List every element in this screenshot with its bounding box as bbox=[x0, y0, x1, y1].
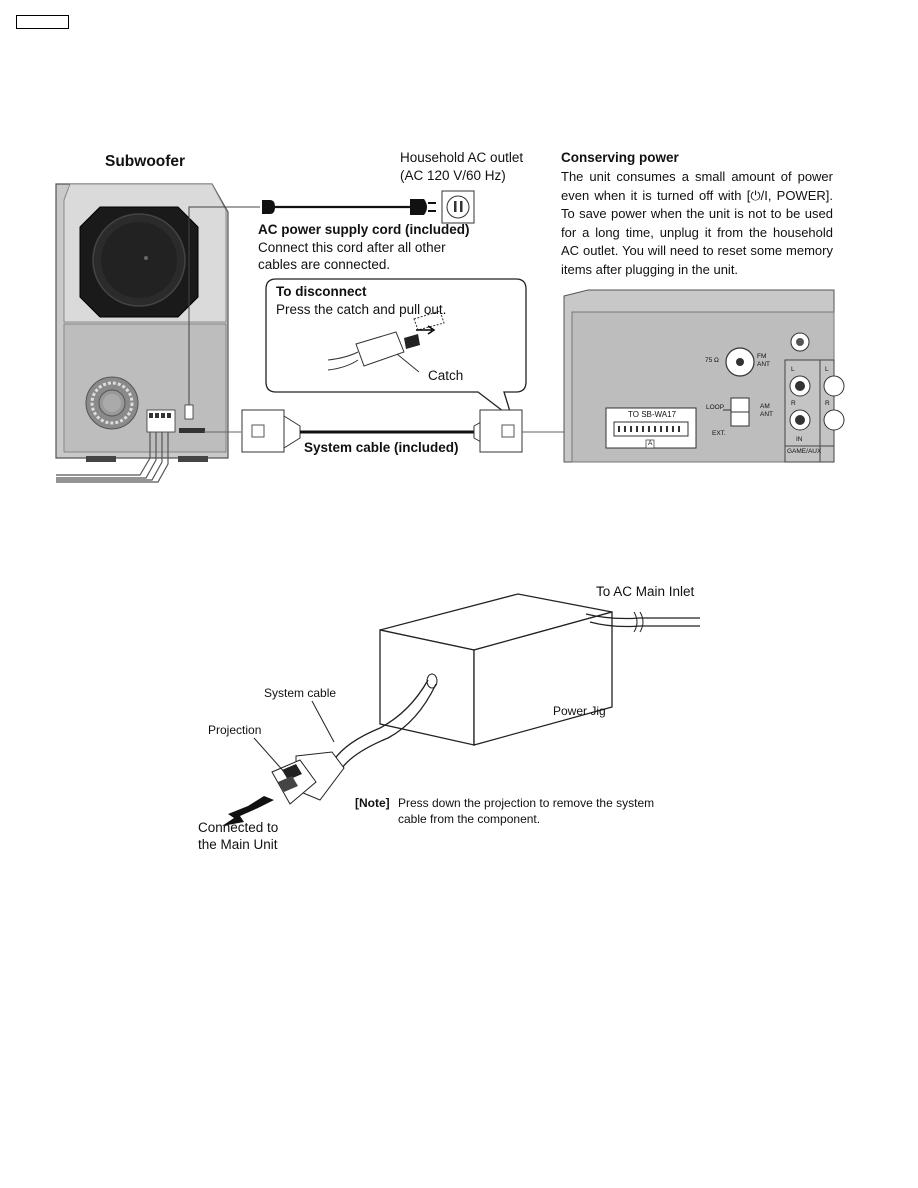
l-label-2: L bbox=[825, 366, 829, 373]
ext-label: EXT. bbox=[712, 430, 726, 437]
cord-note-line1: Connect this cord after all other bbox=[258, 240, 446, 255]
outlet-label: Household AC outlet bbox=[400, 150, 524, 165]
a-mark: A bbox=[648, 440, 653, 447]
cord-title: AC power supply cord (included) bbox=[258, 222, 470, 237]
power-jig-label: Power Jig bbox=[553, 704, 606, 718]
page-tag-box bbox=[16, 15, 69, 29]
projection-label: Projection bbox=[208, 723, 262, 737]
connected-line2: the Main Unit bbox=[198, 837, 278, 852]
fm-ant-label: FM ANT bbox=[757, 353, 770, 368]
loop-label: LOOP bbox=[706, 404, 725, 411]
subwoofer-illustration bbox=[55, 183, 229, 483]
system-cable-jig-label: System cable bbox=[264, 686, 337, 700]
fm-ant-ohm: 75 Ω bbox=[705, 357, 719, 364]
disconnect-callout bbox=[265, 278, 527, 420]
l-label-1: L bbox=[791, 366, 795, 373]
to-sb-label: TO SB-WA17 bbox=[628, 410, 677, 419]
subwoofer-title: Subwoofer bbox=[105, 153, 186, 170]
main-unit-rear-panel bbox=[563, 289, 845, 463]
r-label-2: R bbox=[825, 400, 830, 407]
am-ant-label: AM ANT bbox=[760, 403, 773, 418]
disconnect-title: To disconnect bbox=[276, 284, 367, 299]
to-ac-inlet-label: To AC Main Inlet bbox=[596, 584, 695, 599]
cord-note-line2: cables are connected. bbox=[258, 257, 391, 272]
in-label: IN bbox=[796, 436, 803, 443]
conserving-title: Conserving power bbox=[561, 150, 679, 165]
conserving-text: The unit consumes a small amount of powe… bbox=[561, 169, 833, 277]
system-cable-label: System cable (included) bbox=[304, 440, 459, 455]
connected-line1: Connected to bbox=[198, 820, 279, 835]
note-line2: cable from the component. bbox=[398, 812, 541, 826]
disconnect-text: Press the catch and pull out. bbox=[276, 302, 447, 317]
outlet-spec: (AC 120 V/60 Hz) bbox=[400, 168, 506, 183]
system-cable-illustration bbox=[204, 409, 612, 453]
r-label-1: R bbox=[791, 400, 796, 407]
note-line1: Press down the projection to remove the … bbox=[398, 796, 655, 810]
power-jig-illustration bbox=[222, 593, 700, 826]
catch-label: Catch bbox=[428, 368, 464, 383]
ac-cord-illustration bbox=[188, 190, 475, 405]
note-label: [Note] bbox=[355, 796, 390, 810]
game-aux-label: GAME/AUX bbox=[787, 448, 822, 455]
